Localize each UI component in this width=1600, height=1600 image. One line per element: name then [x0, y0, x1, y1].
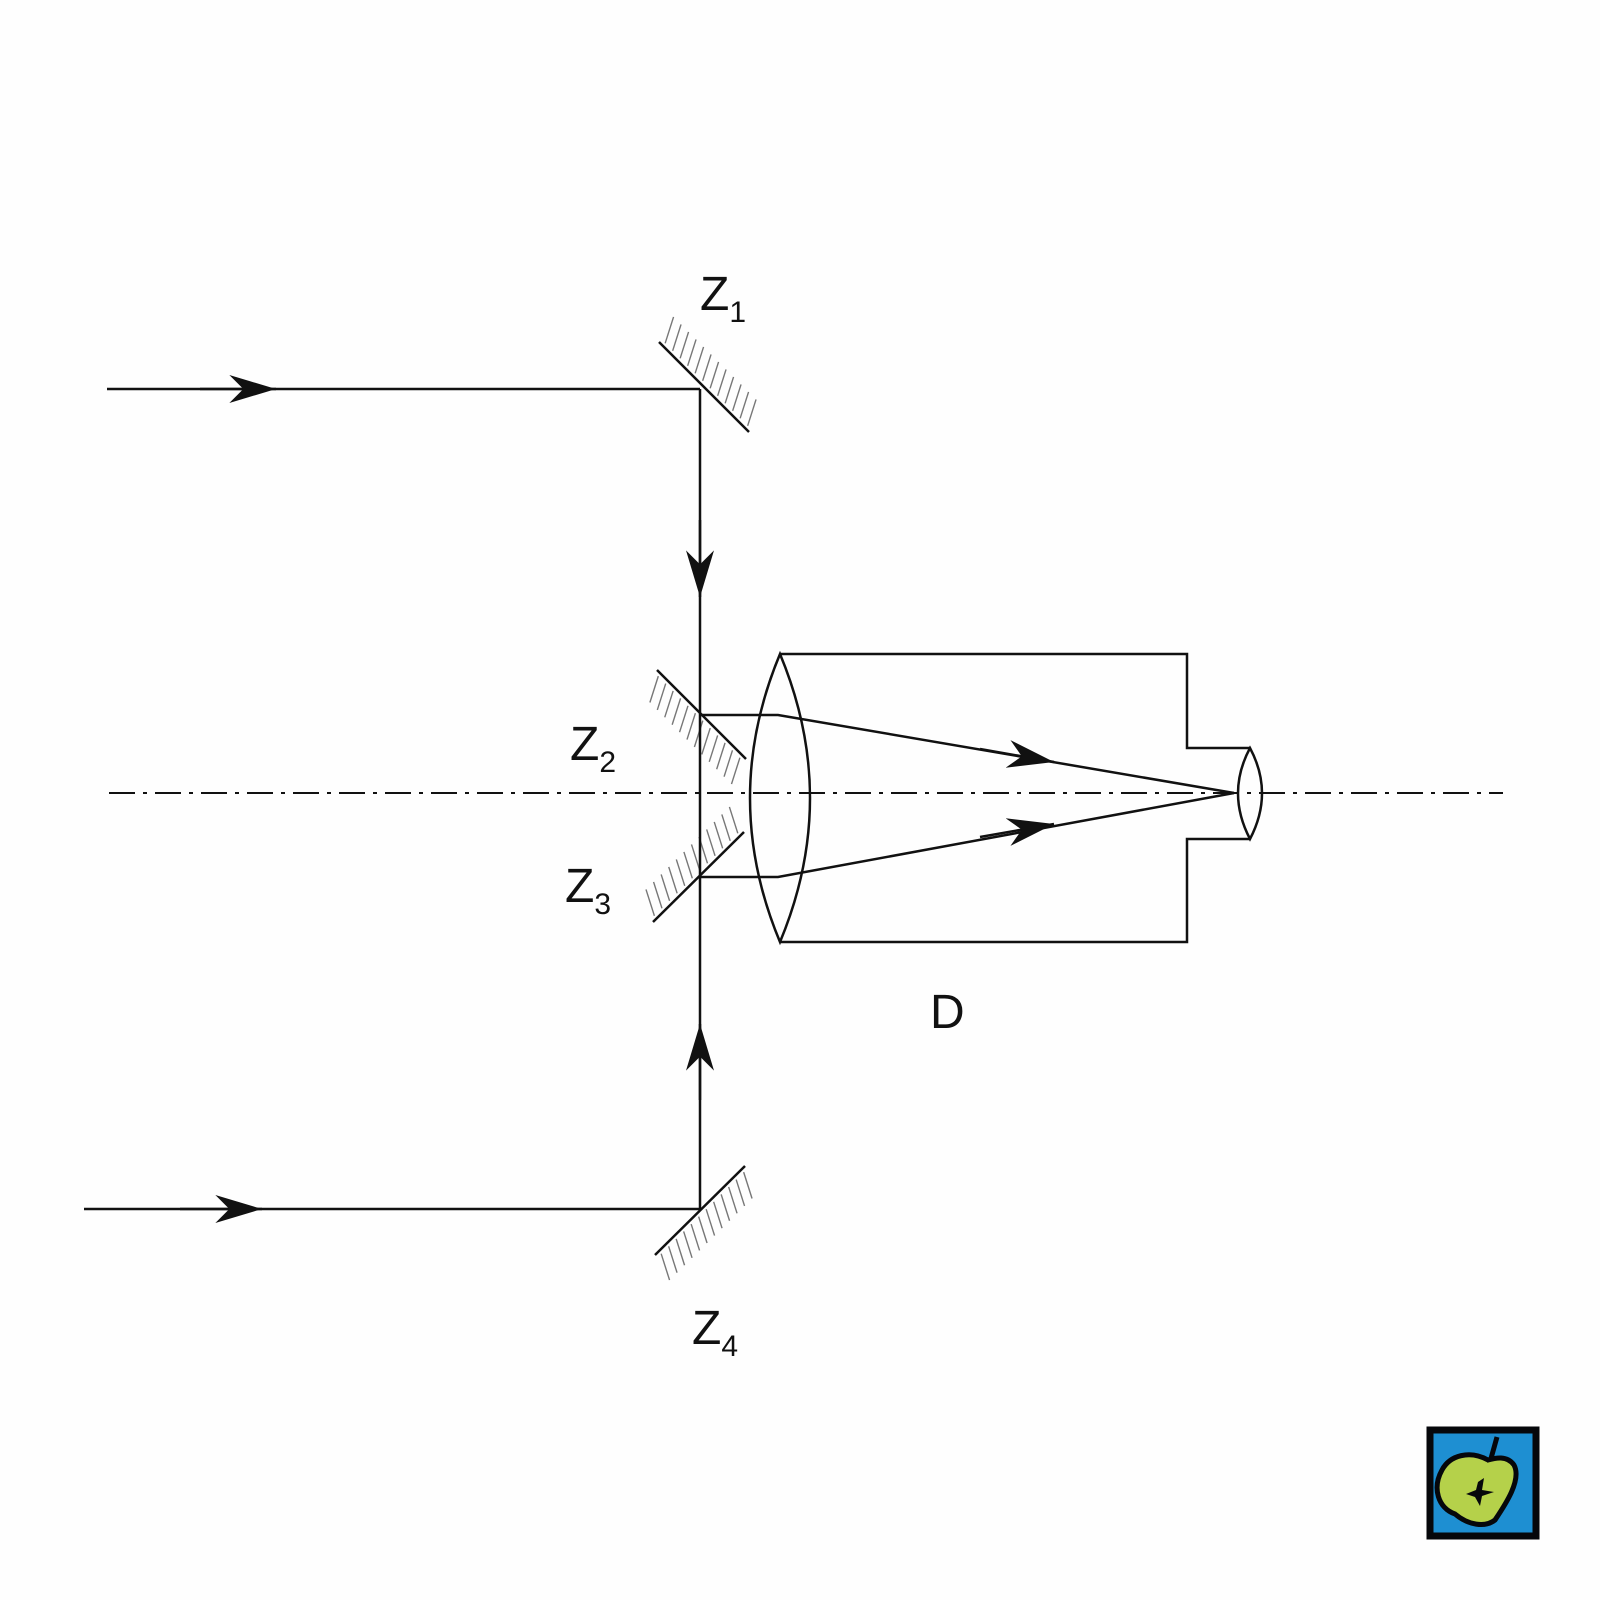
objective-lens: [748, 650, 812, 946]
hatch-line: [664, 316, 675, 344]
hatch-line: [678, 705, 689, 733]
hatch-line: [645, 889, 656, 917]
label-z1: Z1: [700, 268, 746, 329]
hatch-line: [709, 361, 720, 389]
hatch-line: [730, 757, 741, 785]
hatch-line: [693, 720, 704, 748]
hatch-line: [682, 1231, 693, 1259]
apple-logo-icon: [1426, 1426, 1540, 1540]
label-z3: Z3: [565, 860, 611, 921]
hatch-line: [705, 829, 716, 857]
hatch-line: [694, 346, 705, 374]
device-housing: [780, 652, 1250, 944]
lower-ray-arrow: [979, 818, 1055, 846]
hatch-line: [705, 1208, 716, 1236]
mirror-z4: [654, 1165, 746, 1256]
hatch-line: [715, 742, 726, 770]
label-device-d: D: [930, 986, 965, 1039]
mirror-hatching: [645, 316, 757, 1281]
hatch-line: [697, 1216, 708, 1244]
hatch-line: [690, 844, 701, 872]
mirror-z1: [658, 341, 750, 433]
hatch-line: [664, 690, 674, 718]
hatch-line: [742, 1171, 753, 1199]
hatch-line: [731, 384, 742, 412]
hatch-line: [716, 369, 727, 397]
upper-ray-arrow: [979, 740, 1055, 768]
hatch-line: [660, 1253, 671, 1281]
hatch-line: [721, 814, 731, 842]
hatch-line: [668, 866, 678, 894]
hatch-line: [723, 750, 734, 777]
hatch-line: [675, 1238, 686, 1266]
hatch-line: [746, 399, 757, 427]
hatch-line: [701, 727, 711, 755]
hatch-line: [667, 1246, 678, 1273]
hatch-line: [739, 391, 750, 419]
hatch-line: [690, 1223, 701, 1251]
eyepiece-lens: [1236, 745, 1264, 842]
hatch-line: [652, 881, 663, 909]
hatch-line: [656, 683, 667, 711]
hatch-line: [686, 339, 697, 367]
hatch-line: [675, 859, 686, 887]
hatch-line: [679, 331, 690, 359]
hatch-line: [683, 851, 693, 879]
hatch-line: [720, 1194, 731, 1221]
hatch-line: [713, 821, 724, 849]
hatch-line: [727, 1186, 738, 1214]
hatch-line: [649, 675, 659, 703]
hatch-line: [701, 354, 712, 382]
upper-converging-ray: [700, 713, 1235, 795]
hatch-line: [671, 324, 682, 352]
hatch-line: [724, 376, 735, 404]
lower-converging-ray: [700, 791, 1235, 879]
label-z4: Z4: [692, 1302, 738, 1363]
hatch-line: [728, 806, 739, 834]
hatch-line: [712, 1201, 723, 1229]
hatch-line: [671, 698, 682, 725]
hatch-line: [686, 712, 697, 740]
hatch-line: [735, 1179, 746, 1207]
hatch-line: [660, 874, 671, 902]
label-z2: Z2: [570, 718, 616, 779]
mirror-z3: [652, 831, 745, 923]
hatch-line: [708, 735, 719, 763]
